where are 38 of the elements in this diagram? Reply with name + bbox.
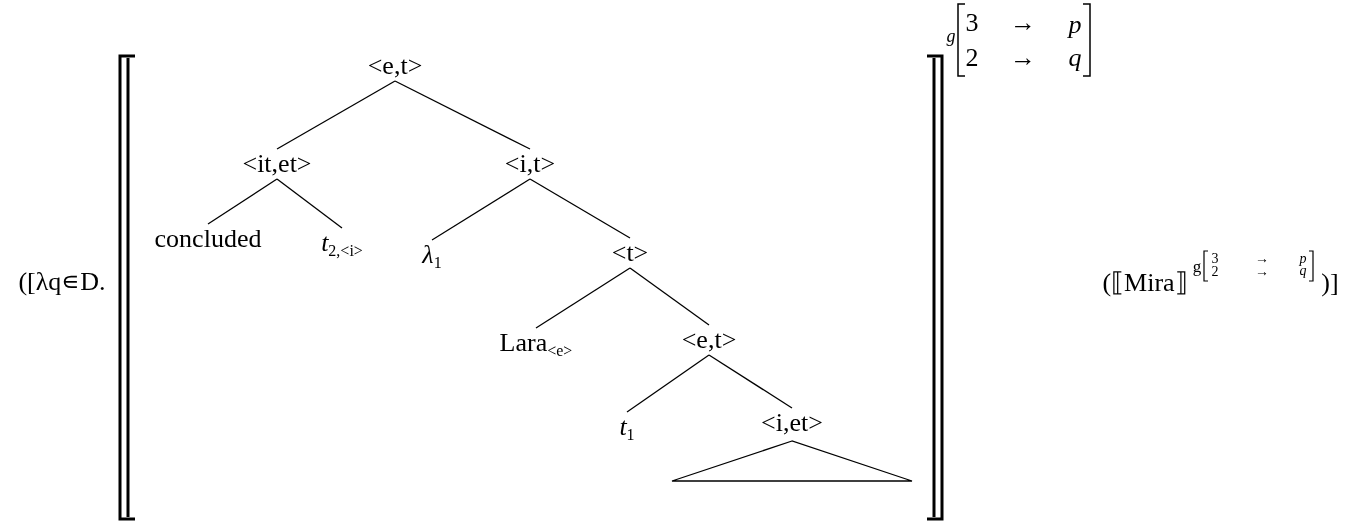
tree-node-label: <i,et> xyxy=(761,410,823,436)
tree-branch xyxy=(431,178,531,241)
arrow-symbol: → xyxy=(1010,10,1036,36)
formula-text: ([λq∊D. xyxy=(18,269,106,295)
tree-node-label: λ$_{1}$ xyxy=(422,242,442,268)
tree-node-label: <e,t> xyxy=(681,327,737,353)
tree-node-label: concluded xyxy=(154,226,262,252)
tree-branch xyxy=(276,178,343,229)
arrow-symbol: → xyxy=(1010,45,1036,71)
tree-branch xyxy=(276,80,396,150)
tree-branch xyxy=(207,178,278,225)
tree-branch xyxy=(629,267,710,326)
matrix-entry: 2 xyxy=(965,45,979,71)
matrix-entry: 3 xyxy=(1211,252,1219,266)
tree-branch xyxy=(626,354,710,413)
matrix-entry: 3 xyxy=(965,10,979,36)
arrow-symbol: → xyxy=(1255,252,1269,266)
matrix-entry: 2 xyxy=(1211,265,1219,279)
tree-node-label: <i,t> xyxy=(504,151,556,177)
arrow-symbol: → xyxy=(1255,265,1269,279)
triangle-node xyxy=(671,440,913,482)
tree-branch xyxy=(535,267,631,329)
tree-node-label: t$_{2,<i>}$ xyxy=(321,230,363,256)
tree-branch xyxy=(394,80,531,150)
superscript: g xyxy=(1192,257,1202,275)
tree-node-label: <t> xyxy=(611,240,649,266)
matrix-entry: p xyxy=(1068,12,1082,38)
tree-branch xyxy=(529,178,631,239)
formula-text: (⟦Mira⟧ xyxy=(1102,270,1188,296)
tree-branch xyxy=(708,354,793,409)
tree-node-label: <e,t> xyxy=(367,53,423,79)
tree-node-label: t$_{1}$ xyxy=(619,414,635,440)
tree-node-label: Lara$_{<e>}$ xyxy=(499,330,573,356)
formula-text: )] xyxy=(1321,270,1339,296)
superscript: g xyxy=(946,27,956,45)
matrix-entry: p xyxy=(1299,252,1307,266)
matrix-entry: q xyxy=(1068,45,1082,71)
tree-node-label: <it,et> xyxy=(242,151,312,177)
